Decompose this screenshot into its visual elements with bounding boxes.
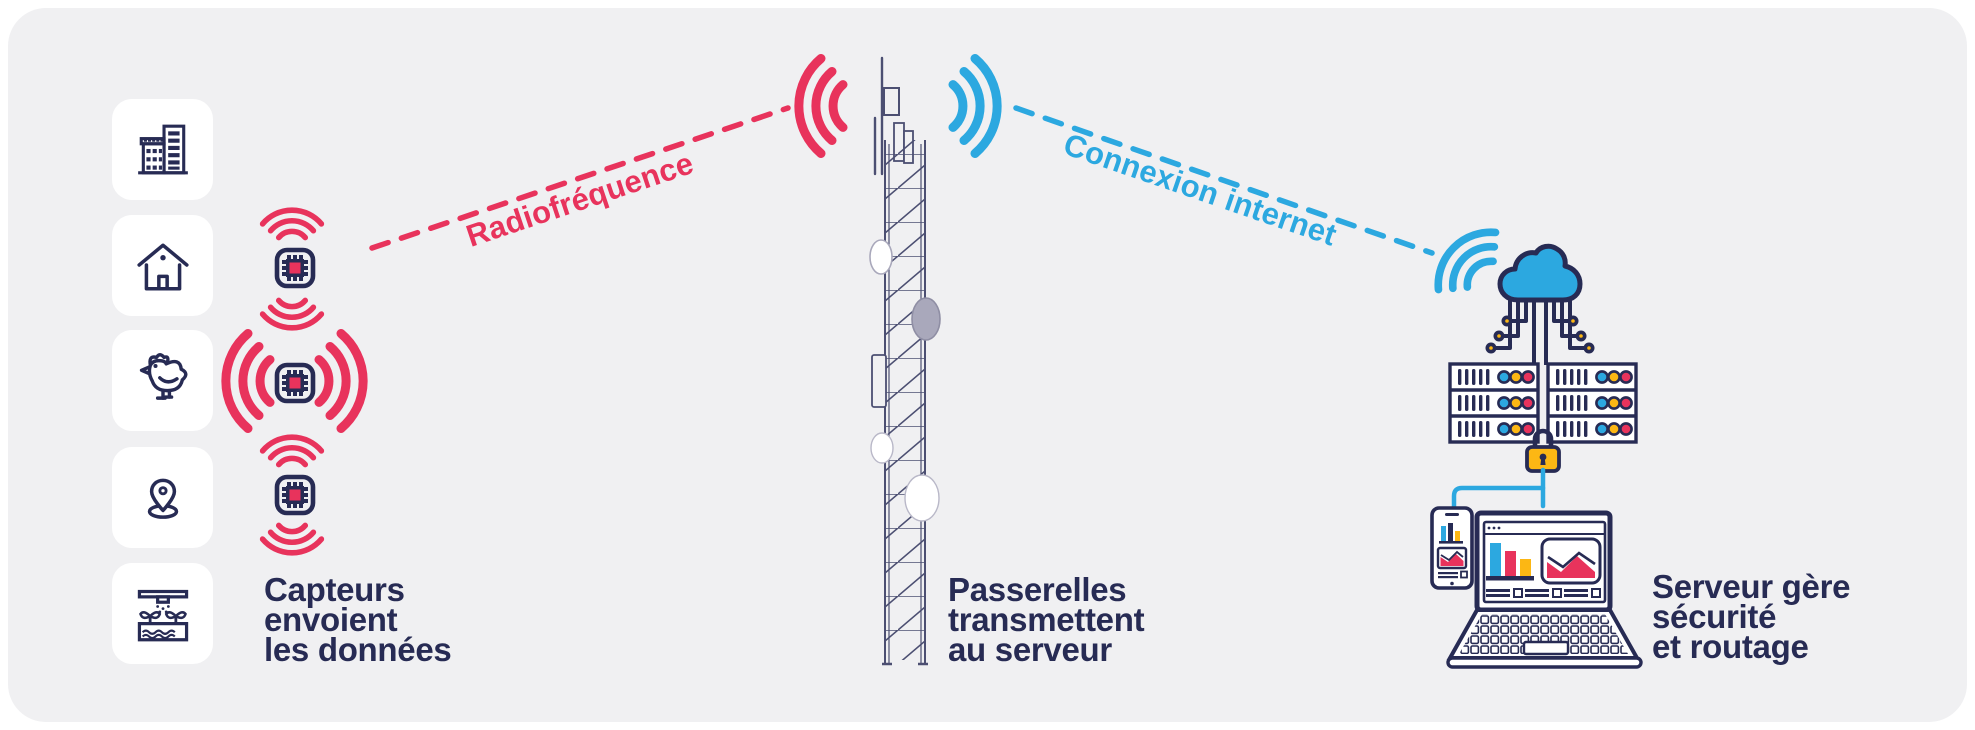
circuit-icon bbox=[1485, 298, 1595, 365]
lock-icon bbox=[1525, 428, 1561, 473]
irrigation-icon bbox=[137, 589, 188, 641]
radio-wave-down-icon bbox=[260, 514, 324, 557]
wifi-arcs-blue-icon bbox=[935, 54, 1005, 158]
radio-link-line bbox=[369, 105, 791, 251]
radio-wave-left-icon bbox=[218, 329, 288, 433]
caption-line: les données bbox=[264, 631, 452, 668]
server-caption: Serveur gère sécurité et routage bbox=[1652, 568, 1851, 665]
internet-link-line bbox=[1013, 105, 1435, 256]
card-house bbox=[112, 215, 213, 316]
caption-line: Passerelles bbox=[948, 571, 1127, 608]
house-icon bbox=[136, 243, 189, 291]
radio-wave-down-icon bbox=[260, 289, 324, 332]
caption-line: envoient bbox=[264, 601, 398, 638]
caption-line: sécurité bbox=[1652, 598, 1777, 635]
wifi-arcs-red-icon bbox=[791, 54, 861, 158]
location-pin-icon bbox=[147, 478, 178, 519]
card-irrigation bbox=[112, 563, 213, 664]
card-buildings bbox=[112, 99, 213, 200]
caption-line: Serveur gère bbox=[1652, 568, 1851, 605]
cell-tower-icon bbox=[869, 56, 941, 666]
gateway-caption: Passerelles transmettent au serveur bbox=[948, 571, 1145, 668]
server-racks-icon bbox=[1448, 362, 1638, 444]
sensor-chip-icon bbox=[274, 474, 316, 516]
caption-line: et routage bbox=[1652, 628, 1809, 665]
cloud-icon bbox=[1497, 243, 1583, 303]
radio-wave-right-icon bbox=[301, 329, 371, 433]
card-chicken bbox=[112, 330, 213, 431]
caption-line: Capteurs bbox=[264, 571, 405, 608]
smartphone-icon bbox=[1430, 506, 1474, 590]
sensor-chip-icon bbox=[274, 247, 316, 289]
buildings-icon bbox=[137, 124, 188, 174]
card-location bbox=[112, 447, 213, 548]
chicken-icon bbox=[139, 352, 187, 400]
caption-line: au serveur bbox=[948, 631, 1112, 668]
sensors-caption: Capteurs envoient les données bbox=[264, 571, 452, 668]
diagram-panel bbox=[8, 8, 1967, 722]
connector-line bbox=[1451, 467, 1546, 511]
laptop-icon bbox=[1446, 510, 1643, 669]
radio-wave-up-icon bbox=[260, 432, 324, 475]
radio-wave-up-icon bbox=[260, 205, 324, 248]
caption-line: transmettent bbox=[948, 601, 1145, 638]
